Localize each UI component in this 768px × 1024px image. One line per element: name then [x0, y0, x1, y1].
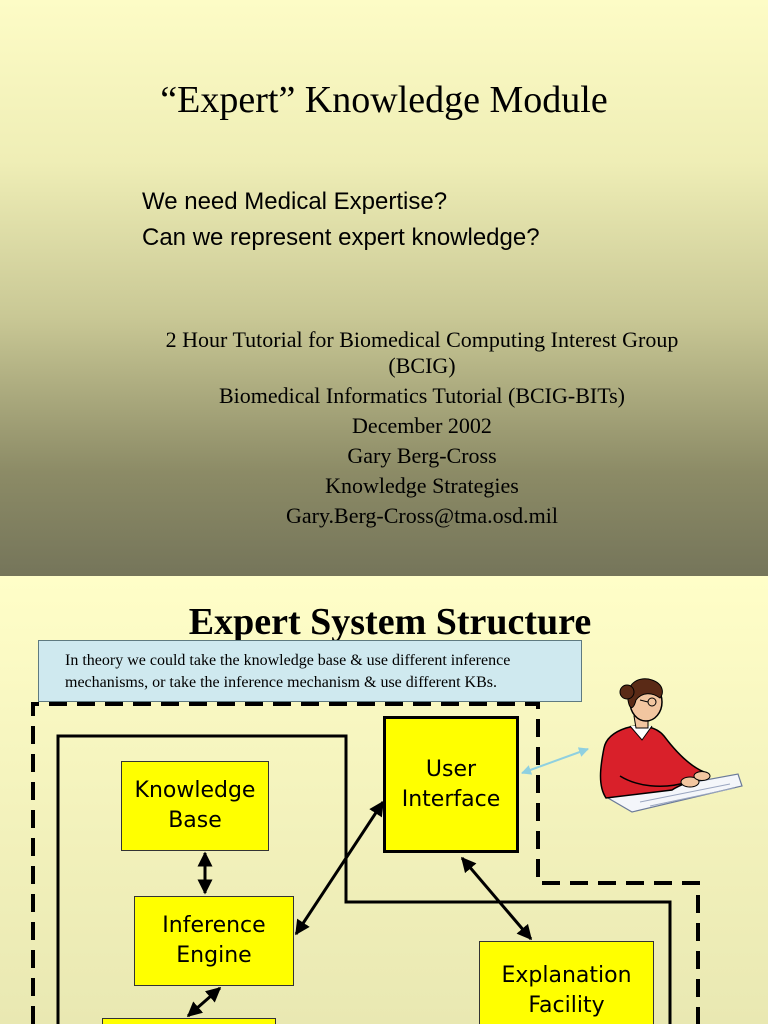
inference-engine-label: Inference Engine — [162, 913, 266, 968]
user-interface-box: User Interface — [383, 716, 519, 853]
knowledge-base-label: Knowledge Base — [134, 778, 256, 833]
author-line: Gary Berg-Cross — [347, 443, 497, 468]
theory-callout: In theory we could take the knowledge ba… — [38, 640, 582, 702]
callout-line: mechanisms, or take the inference mechan… — [65, 674, 498, 691]
title-slide: “Expert” Knowledge Module We need Medica… — [0, 0, 768, 576]
question-item: Can we represent expert knowledge? — [142, 224, 540, 251]
organization-line: Knowledge Strategies — [325, 473, 519, 498]
ui-ef-arrow — [460, 856, 533, 941]
explanation-facility-box: Explanation Facility — [479, 941, 654, 1024]
user-figure-icon — [599, 678, 743, 813]
user-interface-label: User Interface — [401, 756, 501, 812]
tutorial-line: Biomedical Informatics Tutorial (BCIG-BI… — [218, 383, 626, 408]
callout-line: In theory we could take the knowledge ba… — [65, 652, 511, 669]
structure-slide: Expert System Structure — [0, 576, 768, 1024]
tutorial-line: 2 Hour Tutorial for Biomedical Computing… — [165, 327, 679, 352]
date-line: December 2002 — [352, 413, 492, 438]
knowledge-base-box: Knowledge Base — [121, 761, 269, 851]
slide-title: Expert System Structure — [188, 601, 592, 643]
user-ui-arrow — [521, 747, 589, 775]
structure-diagram-lines — [31, 678, 743, 1024]
slide-title: “Expert” Knowledge Module — [160, 79, 608, 121]
explanation-facility-label: Explanation Facility — [501, 963, 632, 1018]
question-list: We need Medical Expertise? Can we repres… — [142, 184, 540, 256]
tutorial-line: (BCIG) — [388, 353, 456, 378]
email-line: Gary.Berg-Cross@tma.osd.mil — [285, 503, 558, 528]
dashed-boundary — [31, 702, 700, 1024]
ie-ui-arrow — [294, 800, 385, 936]
question-item: We need Medical Expertise? — [142, 188, 448, 215]
inference-engine-box: Inference Engine — [134, 896, 294, 986]
lower-component-box — [102, 1018, 276, 1024]
tutorial-info: 2 Hour Tutorial for Biomedical Computing… — [110, 327, 734, 533]
ie-lower-arrow — [186, 986, 222, 1018]
